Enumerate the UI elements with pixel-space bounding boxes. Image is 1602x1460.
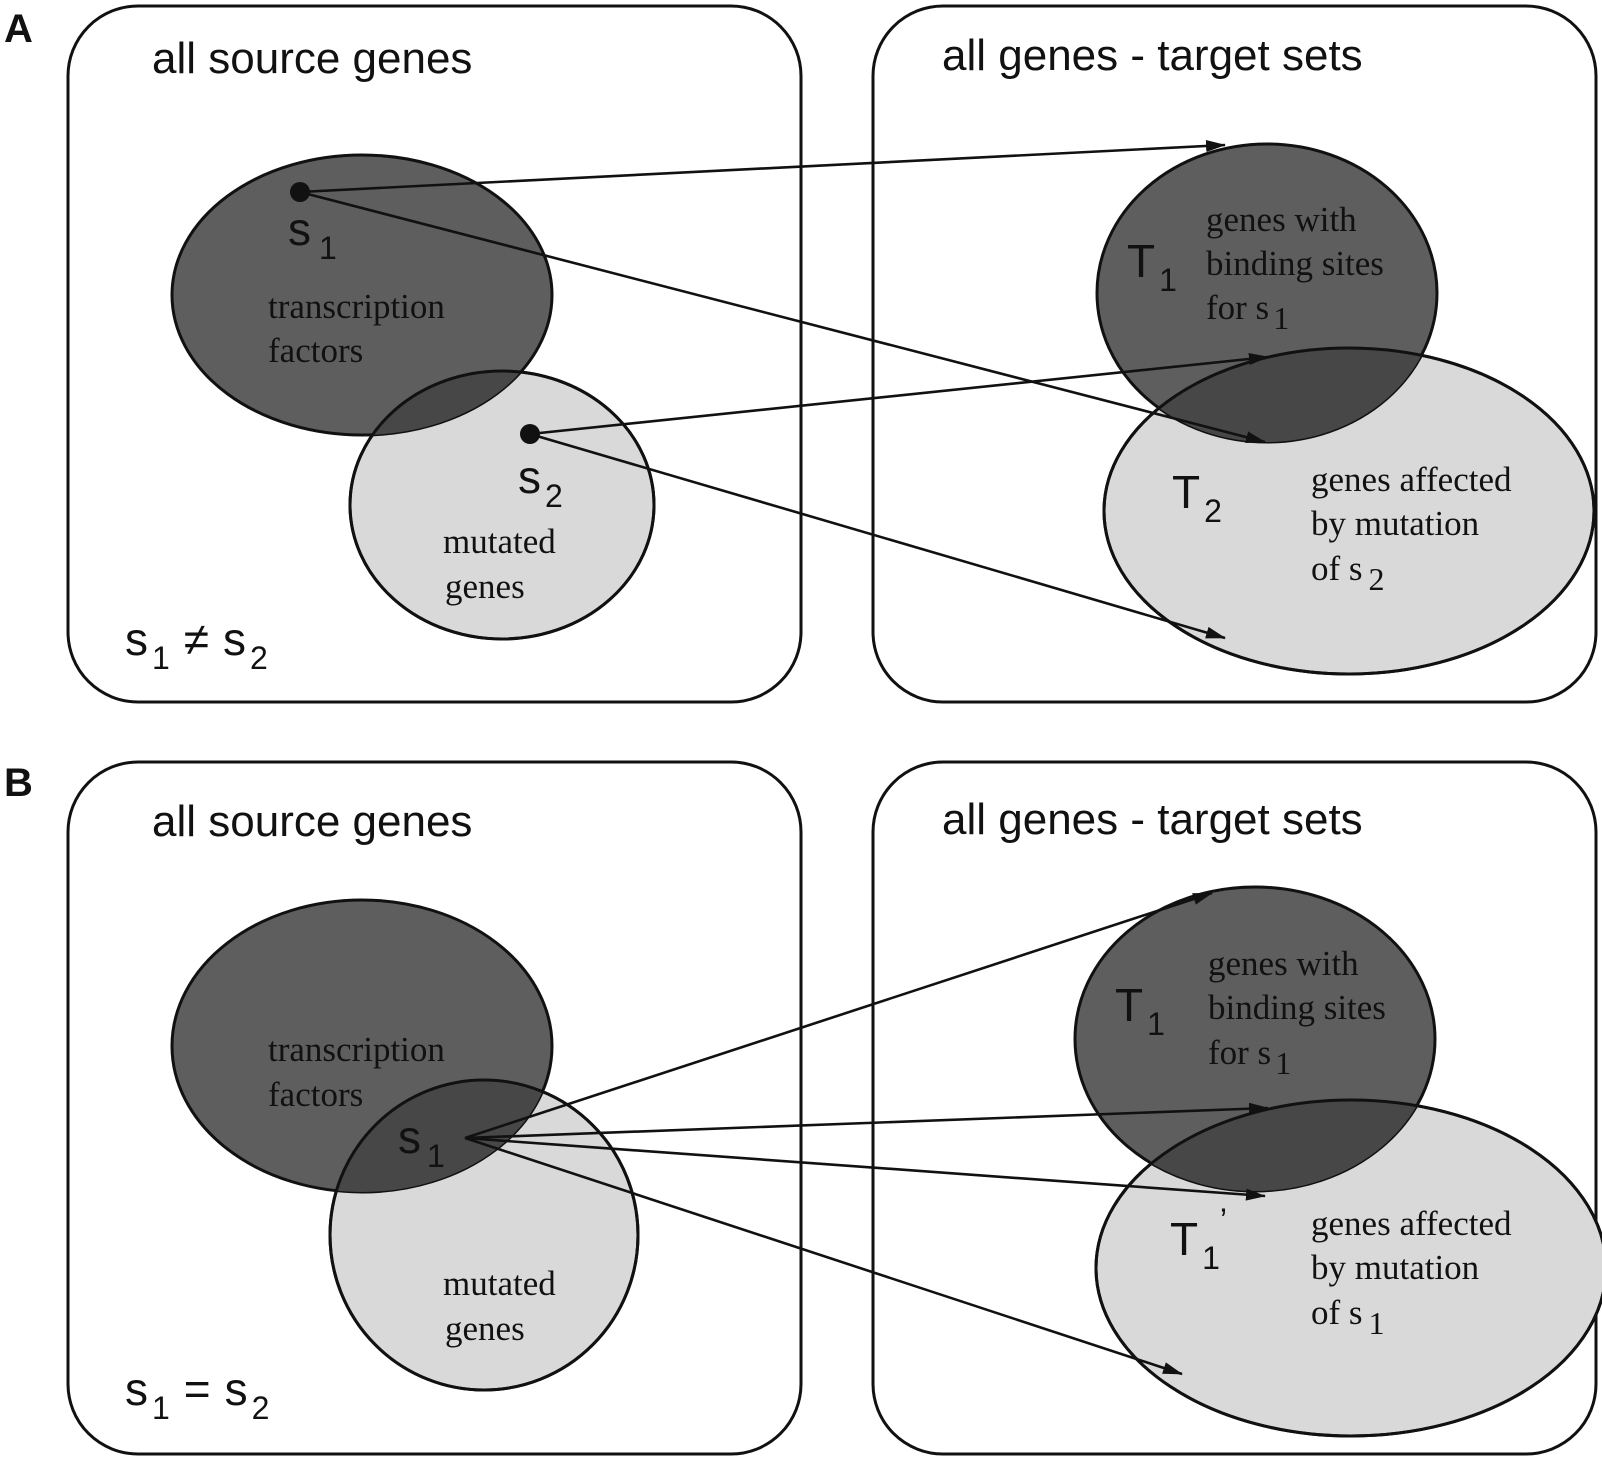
source-overlap-region bbox=[330, 1080, 552, 1192]
arrow-s1-to-t1 bbox=[299, 139, 1226, 194]
arrow-s1-to-t1-overlap bbox=[464, 1102, 1269, 1140]
arrow-s1-to-t2 bbox=[299, 190, 1266, 444]
tf-label-line2: factors bbox=[268, 331, 363, 370]
panel-letter: A bbox=[4, 7, 33, 51]
arrow-s1-to-t1-top bbox=[464, 891, 1213, 1140]
t1-desc-line1: genes with bbox=[1206, 200, 1357, 239]
tf-label-line2: factors bbox=[268, 1075, 363, 1114]
t1-desc-line2: binding sites bbox=[1208, 988, 1386, 1027]
arrow-s1-to-t1prime bbox=[464, 1136, 1183, 1376]
arrow-s1-to-t1prime-top bbox=[464, 1136, 1266, 1201]
t1-prime-desc-line2: by mutation bbox=[1311, 1248, 1479, 1287]
tf-label-line1: transcription bbox=[268, 287, 445, 326]
panel-b: B all source genes all genes - target se… bbox=[4, 760, 1602, 1456]
panel-letter: B bbox=[4, 761, 33, 805]
target-box-title: all genes - target sets bbox=[942, 795, 1363, 844]
tf-label-line1: transcription bbox=[268, 1030, 445, 1069]
mutated-label-line2: genes bbox=[445, 567, 525, 606]
t2-desc-line1: genes affected bbox=[1311, 460, 1512, 499]
mutated-genes-outline bbox=[328, 1078, 640, 1392]
source-box-title: all source genes bbox=[152, 34, 472, 83]
transcription-factors-set bbox=[170, 153, 554, 437]
mutation-affected-outline bbox=[1094, 1098, 1602, 1438]
t1-prime-desc-line1: genes affected bbox=[1311, 1204, 1512, 1243]
mutated-label-line1: mutated bbox=[443, 1264, 556, 1303]
source-box-title: all source genes bbox=[152, 797, 472, 846]
panel-a: A all source genes all genes - target se… bbox=[4, 4, 1598, 704]
mutated-label-line2: genes bbox=[445, 1309, 525, 1348]
arrow-s2-to-t2 bbox=[529, 432, 1226, 640]
mutated-genes-outline bbox=[348, 369, 656, 641]
mutated-label-line1: mutated bbox=[443, 522, 556, 561]
t2-desc-line2: by mutation bbox=[1311, 504, 1479, 543]
target-box-title: all genes - target sets bbox=[942, 31, 1363, 80]
t1-desc-line1: genes with bbox=[1208, 944, 1359, 983]
t1-desc-line2: binding sites bbox=[1206, 244, 1384, 283]
arrow-s2-to-t1 bbox=[529, 353, 1269, 436]
mutation-affected-outline bbox=[1102, 346, 1596, 676]
